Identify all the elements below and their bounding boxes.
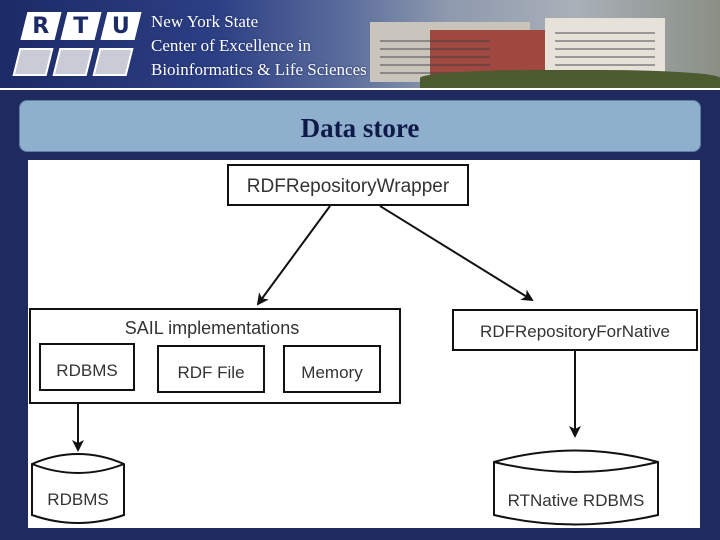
rtu-logo: R T U <box>12 10 149 80</box>
slide-title: Data store <box>300 113 420 143</box>
sail-item-box <box>157 345 265 393</box>
arrow-to-native <box>379 205 534 302</box>
org-line: Bioinformatics & Life Sciences <box>151 60 367 79</box>
wrapper-box <box>227 164 469 206</box>
logo-cell-t: T <box>60 12 102 40</box>
sail-item-memory: Memory <box>301 363 363 382</box>
sail-item-box <box>39 343 135 391</box>
building-photo <box>545 18 665 80</box>
header-divider <box>0 88 720 90</box>
org-line: Center of Excellence in <box>151 36 312 55</box>
wrapper-label: RDFRepositoryWrapper <box>247 176 450 197</box>
diagram-svg: RDFRepositoryWrapper SAIL implementation… <box>29 164 698 526</box>
logo-cell-u: U <box>100 12 142 40</box>
rdbms-db-label: RDBMS <box>47 490 108 509</box>
org-name: New York State Center of Excellence in B… <box>151 10 367 82</box>
rdbms-db-cylinder-rim <box>31 463 125 474</box>
building-windows <box>555 28 655 72</box>
org-line: New York State <box>151 12 259 31</box>
native-db-cylinder-rim <box>493 461 659 473</box>
sail-item-box <box>283 345 381 393</box>
logo-cell-blank <box>92 48 134 76</box>
architecture-diagram: RDFRepositoryWrapper SAIL implementation… <box>28 160 700 528</box>
arrow-to-sail <box>256 205 331 306</box>
native-db-cylinder <box>493 449 659 526</box>
rdbms-db-cylinder <box>31 453 125 524</box>
logo-cell-blank <box>12 48 54 76</box>
logo-cell-r: R <box>20 12 62 40</box>
logo-cell-blank <box>52 48 94 76</box>
slide-title-bar: Data store <box>19 100 701 152</box>
sail-item-rdf-file: RDF File <box>177 363 244 382</box>
header-banner: R T U New York State Center of Excellenc… <box>0 0 720 90</box>
native-box <box>452 309 698 351</box>
sail-title: SAIL implementations <box>125 318 299 338</box>
native-label: RDFRepositoryForNative <box>480 322 670 341</box>
trees <box>420 70 720 90</box>
native-db-label: RTNative RDBMS <box>508 491 645 510</box>
sail-item-rdbms: RDBMS <box>56 361 117 380</box>
